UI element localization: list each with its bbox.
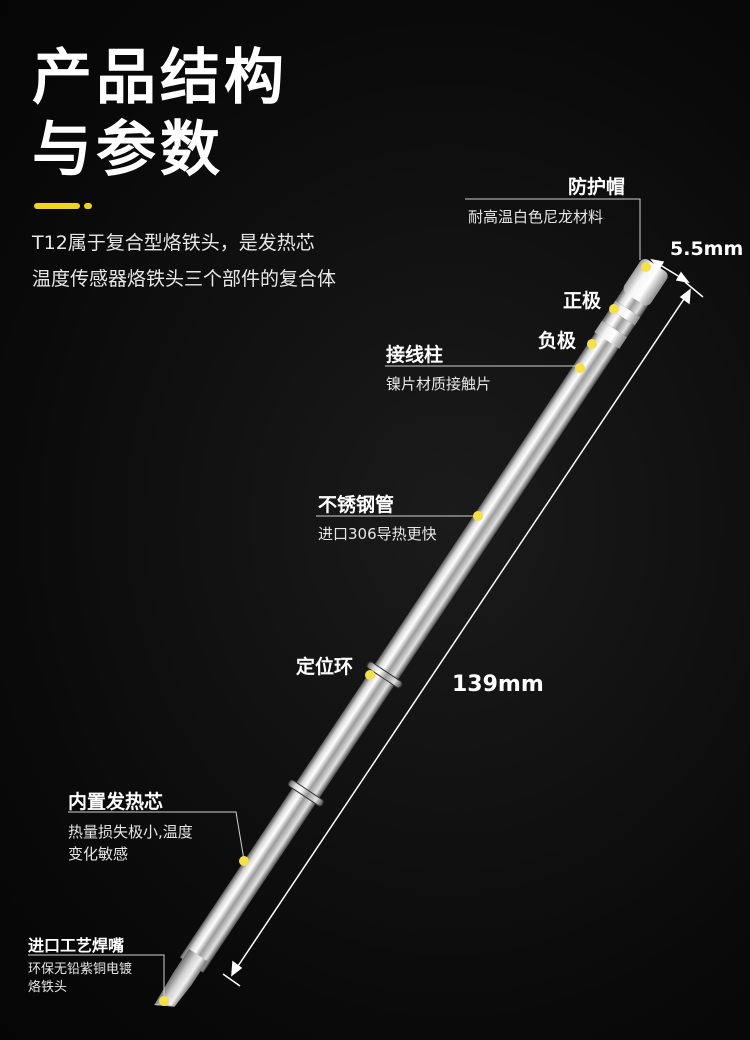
locating-ring-upper <box>366 661 403 689</box>
marker-tube <box>473 511 483 521</box>
positive-label: 正极 <box>563 290 602 312</box>
terminal-metal-band-2 <box>615 288 649 318</box>
marker-cap <box>641 262 651 272</box>
terminal-metal-band-1 <box>602 308 635 338</box>
accent-bar <box>34 203 80 209</box>
marker-positive <box>609 304 619 314</box>
title-line-1: 产品结构 <box>32 43 288 113</box>
tip-shank <box>172 948 208 987</box>
length-dimension <box>222 281 704 987</box>
protective-cap <box>623 258 668 306</box>
intro-line-2: 温度传感器烙铁头三个部件的复合体 <box>32 268 337 290</box>
marker-core <box>239 856 249 866</box>
tube-desc: 进口306导热更快 <box>318 525 437 543</box>
marker-tip <box>159 996 169 1006</box>
cap-desc: 耐高温白色尼龙材料 <box>468 208 604 226</box>
negative-label: 负极 <box>538 330 577 352</box>
intro-line-1: T12属于复合型烙铁头，是发热芯 <box>32 232 315 254</box>
tube-title: 不锈钢管 <box>318 494 395 516</box>
core-desc-line-1: 热量损失极小,温度 <box>68 823 193 841</box>
core-desc-line-2: 变化敏感 <box>68 845 129 863</box>
diameter-dimension <box>650 258 690 284</box>
marker-ring <box>365 670 375 680</box>
soldering-tip <box>154 258 668 1007</box>
length-label: 139mm <box>452 672 544 697</box>
accent-dot <box>84 203 92 209</box>
cap-title: 防护帽 <box>568 176 626 198</box>
diameter-label: 5.5mm <box>670 238 744 260</box>
leader-lines <box>28 198 641 1000</box>
page-title: 产品结构 与参数 <box>32 42 288 186</box>
steel-tube <box>179 331 620 973</box>
terminal-title: 接线柱 <box>386 344 444 366</box>
marker-dots <box>159 262 651 1006</box>
marker-negative <box>587 339 597 349</box>
terminal-white-band-1 <box>594 320 628 349</box>
ring-title: 定位环 <box>296 656 354 678</box>
marker-terminal <box>575 363 585 373</box>
terminal-desc: 镍片材质接触片 <box>386 375 492 393</box>
intro-text: T12属于复合型烙铁头，是发热芯 温度传感器烙铁头三个部件的复合体 <box>32 225 336 297</box>
core-title: 内置发热芯 <box>68 791 164 813</box>
title-line-2: 与参数 <box>32 115 224 185</box>
tip-title: 进口工艺焊嘴 <box>28 936 125 955</box>
tip-desc-line-2: 烙铁头 <box>28 980 68 995</box>
tip-desc-line-1: 环保无铅紫铜电镀 <box>28 962 133 977</box>
locating-ring-lower <box>287 779 324 807</box>
